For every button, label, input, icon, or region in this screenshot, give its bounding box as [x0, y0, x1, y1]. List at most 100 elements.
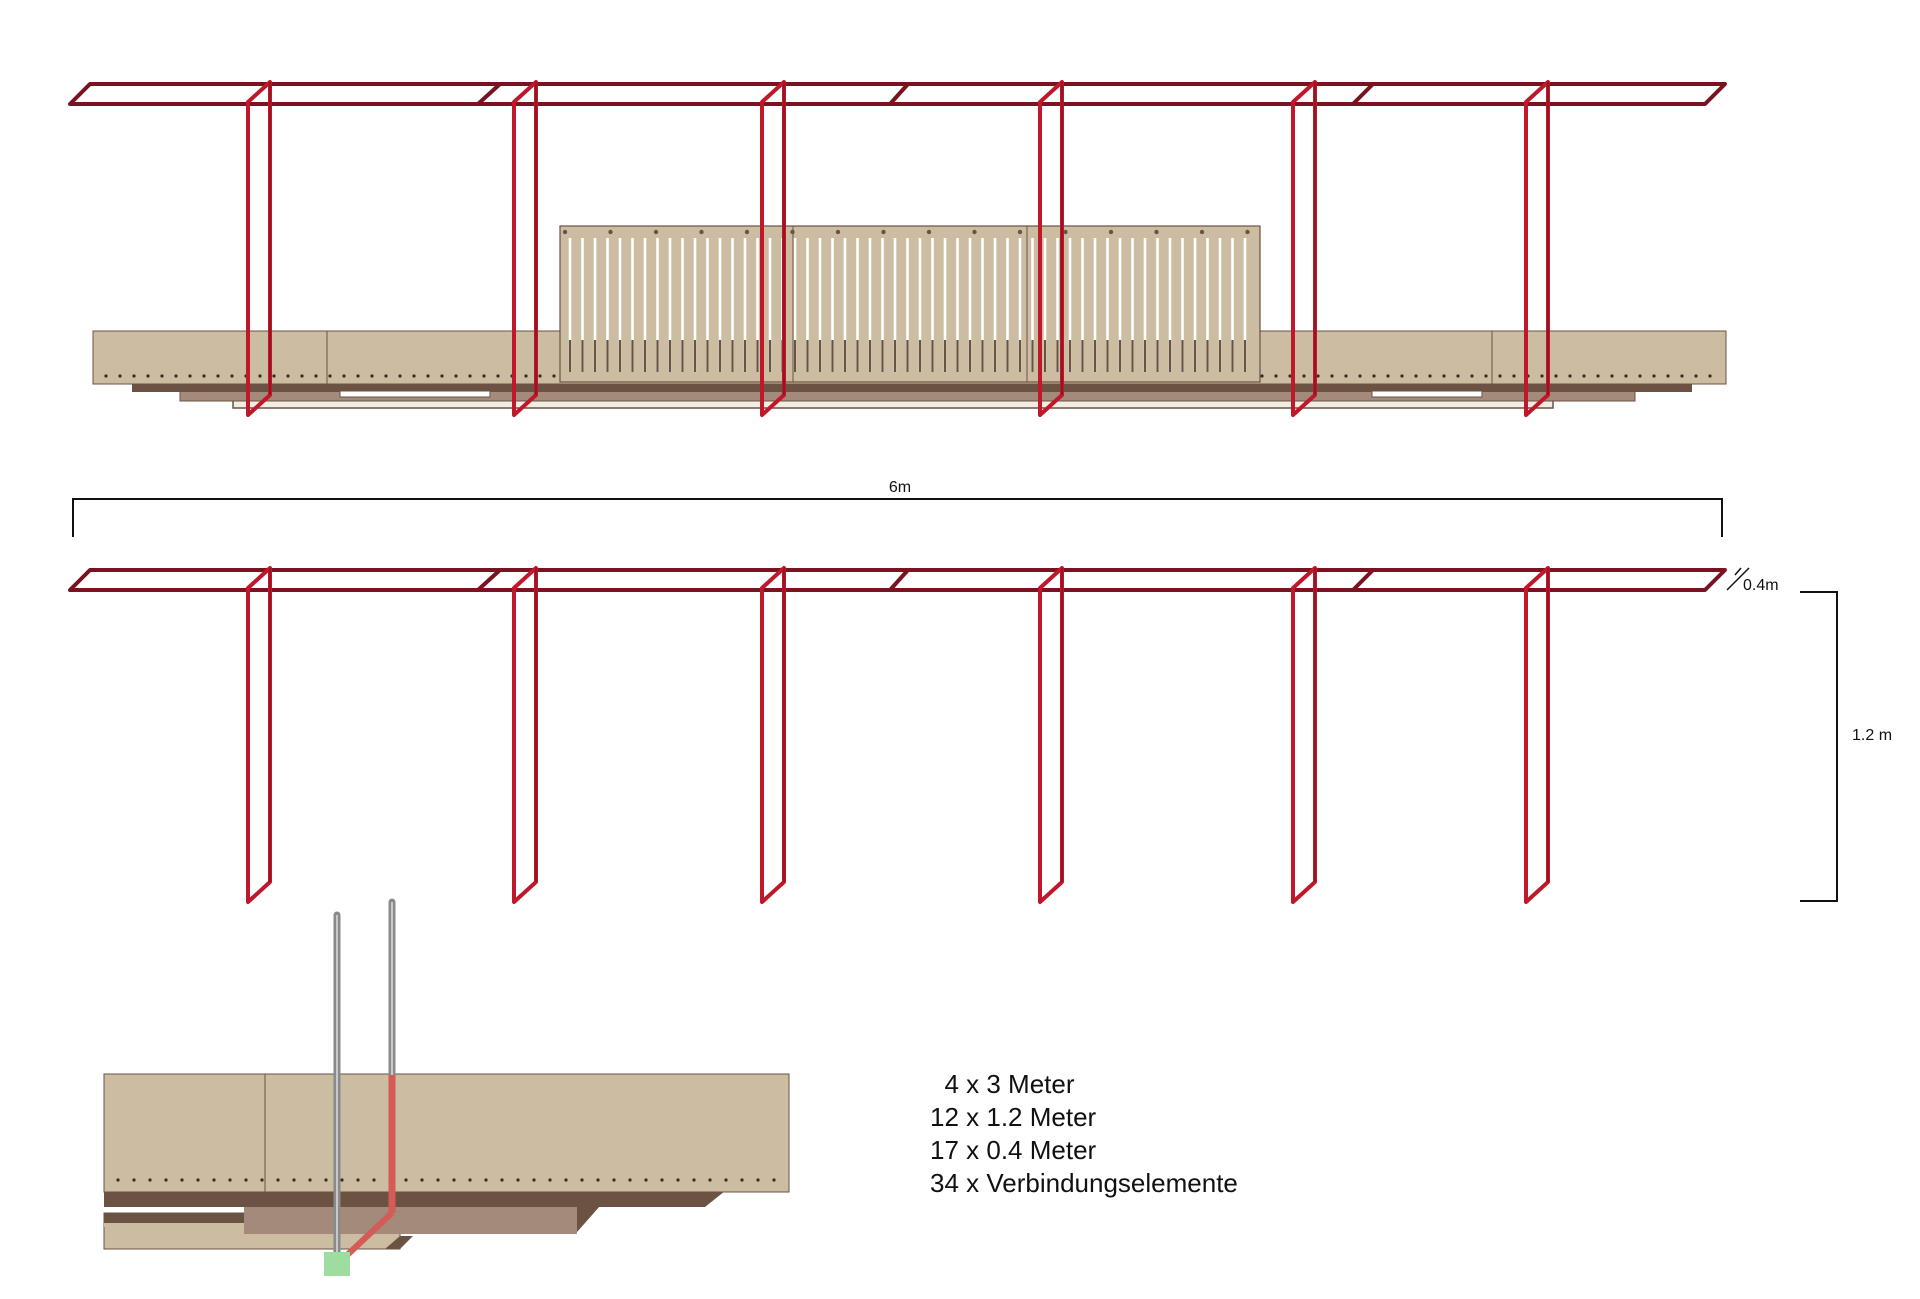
- board-dot: [314, 374, 318, 378]
- board-dot: [440, 374, 444, 378]
- board-dot: [548, 1178, 552, 1182]
- board-dot-row: [104, 374, 1712, 378]
- board-dot: [1680, 374, 1684, 378]
- board-dot: [188, 374, 192, 378]
- reed-pin: [744, 229, 750, 235]
- board-dot: [1372, 374, 1376, 378]
- board-dot: [1358, 374, 1362, 378]
- board-dot: [1330, 374, 1334, 378]
- top-rail: [68, 568, 1727, 592]
- board-dot: [1316, 374, 1320, 378]
- board-dot: [1400, 374, 1404, 378]
- board-dot: [324, 1178, 328, 1182]
- board-dot: [292, 1178, 296, 1182]
- board-dot: [118, 374, 122, 378]
- board-dot: [1596, 374, 1600, 378]
- parts-list: 4 x 3 Meter 12 x 1.2 Meter 17 x 0.4 Mete…: [930, 1069, 1238, 1198]
- board-dot: [516, 1178, 520, 1182]
- height-label: 1.2 m: [1852, 727, 1892, 744]
- board-dot: [244, 1178, 248, 1182]
- frame-leg: [1524, 566, 1550, 904]
- board-dot: [132, 1178, 136, 1182]
- reed-panels: [559, 225, 1261, 383]
- board-dot: [1554, 374, 1558, 378]
- board-dot: [1274, 374, 1278, 378]
- parts-item: 12 x 1.2 Meter: [930, 1102, 1097, 1132]
- board-dot: [398, 374, 402, 378]
- reed-pin: [972, 229, 977, 235]
- parts-item: 34 x Verbindungselemente: [930, 1168, 1238, 1198]
- board-dot: [1694, 374, 1698, 378]
- board-dot: [404, 1178, 408, 1182]
- reed-pin: [790, 229, 795, 235]
- board-dot: [174, 374, 178, 378]
- rail-joint: [1351, 82, 1375, 106]
- board-dot: [1708, 374, 1712, 378]
- board-dot: [420, 1178, 424, 1182]
- board-dot: [116, 1178, 120, 1182]
- reed-pin: [1199, 229, 1205, 235]
- board-dot: [612, 1178, 616, 1182]
- rail-joint: [888, 82, 910, 106]
- board-dot: [532, 1178, 536, 1182]
- board-dot: [1610, 374, 1614, 378]
- board-dot: [1652, 374, 1656, 378]
- board-dot: [202, 374, 206, 378]
- board-dot: [1512, 374, 1516, 378]
- depth-label: 0.4m: [1743, 577, 1779, 594]
- board-dot: [276, 1178, 280, 1182]
- board-dot: [482, 374, 486, 378]
- reed-pin: [1063, 229, 1068, 235]
- board-dot: [272, 374, 276, 378]
- frame-leg: [246, 566, 272, 904]
- board-dot: [146, 374, 150, 378]
- board-dot: [500, 1178, 504, 1182]
- board-dot: [216, 374, 220, 378]
- rail-joint: [1351, 568, 1375, 592]
- rail-joint: [888, 568, 910, 592]
- length-label: 6m: [889, 479, 911, 496]
- connection-detail: [103, 898, 790, 1276]
- board-dot: [1568, 374, 1572, 378]
- board-dot: [1638, 374, 1642, 378]
- board-dot: [196, 1178, 200, 1182]
- board-dot: [286, 374, 290, 378]
- parts-item: 17 x 0.4 Meter: [930, 1135, 1097, 1165]
- reed-pin: [1017, 229, 1023, 235]
- reed-pin: [608, 229, 613, 235]
- frame-only-view: 0.4m 1.2 m: [68, 566, 1892, 904]
- rail-joint: [476, 82, 502, 106]
- board-dot: [260, 1178, 264, 1182]
- reed-pin: [881, 229, 886, 235]
- red-frame-assembled: [68, 80, 1727, 417]
- board-dot: [104, 374, 108, 378]
- reed-pin: [653, 229, 659, 235]
- reed-pin: [1154, 229, 1159, 235]
- board-dot: [212, 1178, 216, 1182]
- rail-joint: [476, 568, 502, 592]
- board-dot: [454, 374, 458, 378]
- frame-leg: [760, 566, 786, 904]
- red-rod-embedded: [341, 1075, 396, 1261]
- height-dimension: 1.2 m: [1800, 591, 1892, 902]
- board-dot: [1260, 374, 1264, 378]
- board-dot: [484, 1178, 488, 1182]
- board-dot: [1442, 374, 1446, 378]
- board-dot: [628, 1178, 632, 1182]
- board-dot: [740, 1178, 744, 1182]
- board-dot: [436, 1178, 440, 1182]
- board-dot: [132, 374, 136, 378]
- board-dot: [300, 374, 304, 378]
- frame-leg: [1038, 566, 1064, 904]
- board-dot: [644, 1178, 648, 1182]
- board-dot: [356, 1178, 360, 1182]
- board-dot: [230, 374, 234, 378]
- reed-pin: [835, 229, 841, 235]
- board-dot: [308, 1178, 312, 1182]
- frame-leg: [512, 566, 538, 904]
- reed-pin: [562, 229, 568, 235]
- board-dot: [1302, 374, 1306, 378]
- board-dot: [1540, 374, 1544, 378]
- board-dot: [258, 374, 262, 378]
